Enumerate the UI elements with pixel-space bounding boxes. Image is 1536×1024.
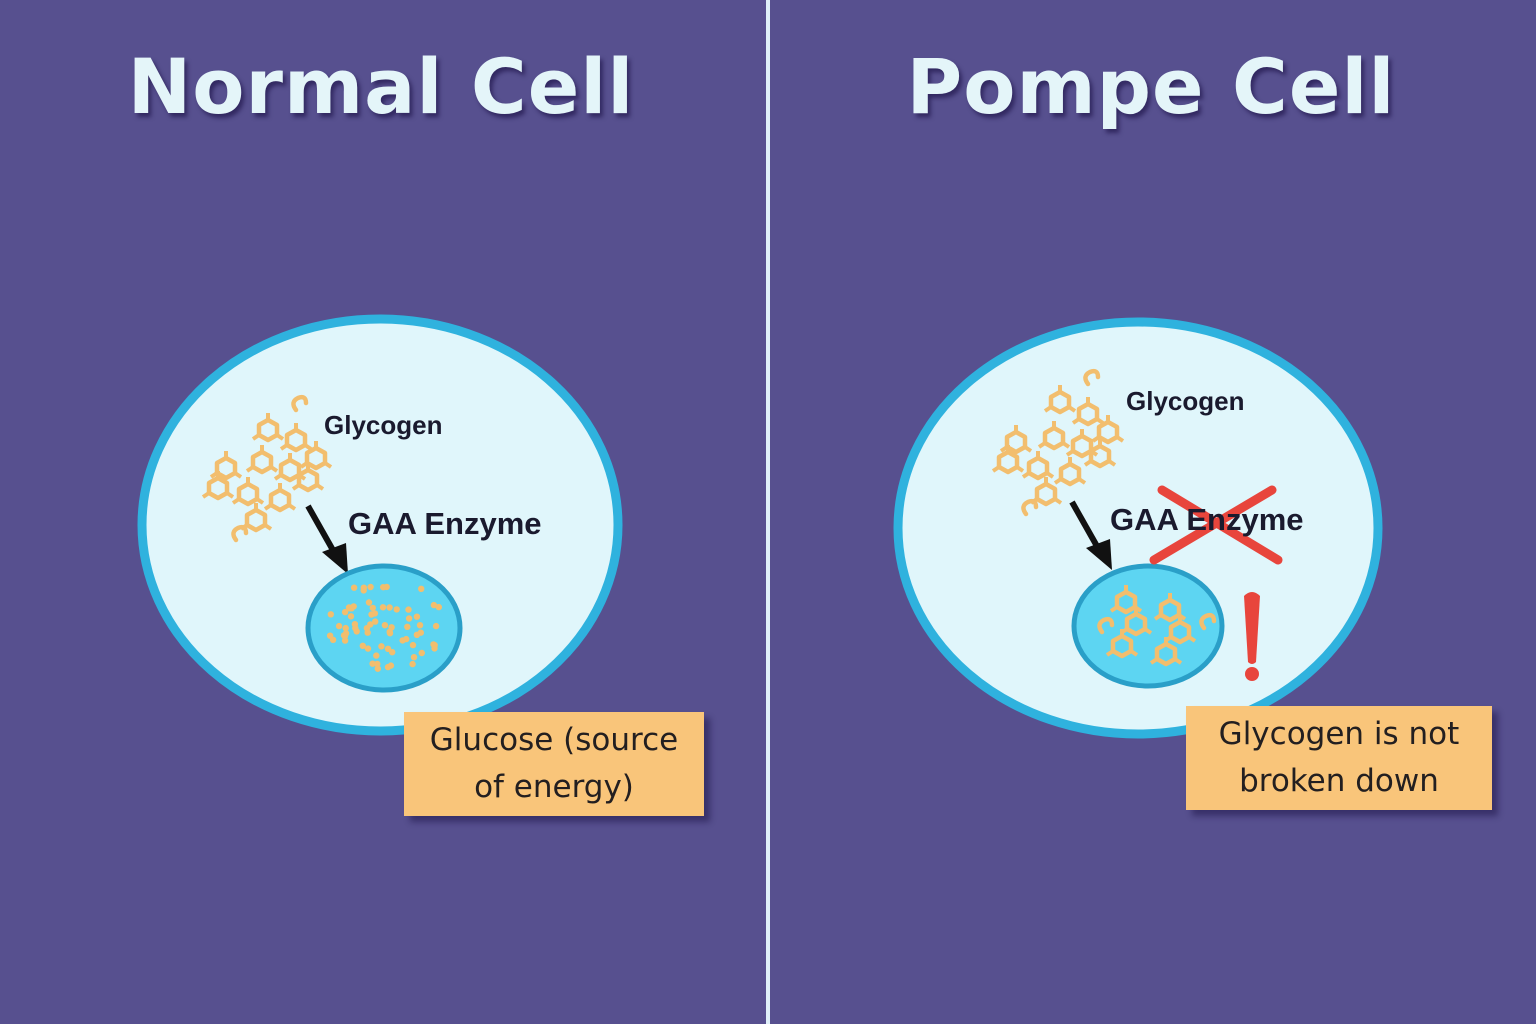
glucose-dot	[379, 604, 387, 611]
glucose-dot	[405, 606, 412, 613]
glucose-dot	[374, 665, 381, 672]
glucose-dot	[364, 629, 371, 636]
panel-divider	[764, 0, 770, 1024]
panel-title: Normal Cell	[127, 42, 635, 131]
outcome-note: Glucose (source of energy)	[404, 712, 704, 816]
pompe-cell-panel: Pompe Cell	[770, 0, 1536, 1024]
arrow-down-icon	[1069, 500, 1112, 570]
glucose-dot	[386, 604, 393, 611]
enzyme-label: GAA Enzyme	[1110, 502, 1304, 537]
normal-cell-panel: Normal Cell	[0, 0, 766, 1024]
glucose-dot	[381, 622, 389, 629]
glucose-dot	[430, 601, 438, 609]
glucose-dot	[327, 611, 334, 618]
glucose-dot	[374, 660, 381, 668]
glucose-dot	[365, 599, 373, 606]
glucose-dot	[369, 604, 376, 612]
lysosome	[1071, 563, 1225, 689]
glucose-dot	[399, 637, 406, 644]
glucose-dot	[347, 613, 355, 620]
glucose-dot	[345, 604, 353, 611]
glucose-dot	[372, 618, 379, 625]
glucose-dot	[418, 649, 425, 657]
glucose-dot	[359, 642, 366, 649]
glucose-dot	[416, 622, 424, 629]
cross-out-icon	[1149, 485, 1283, 565]
glucose-dot	[405, 615, 413, 622]
glucose-dot	[413, 613, 421, 620]
glucose-dot	[352, 624, 359, 632]
outcome-note: Glycogen is not broken down	[1186, 706, 1492, 810]
note-line: of energy)	[474, 769, 634, 805]
glucose-dot	[393, 606, 400, 613]
glycogen-label: Glycogen	[324, 410, 443, 440]
glucose-dot	[360, 584, 367, 591]
arrow-down-icon	[305, 504, 348, 574]
glucose-dot	[335, 622, 343, 630]
panel-title: Pompe Cell	[906, 42, 1396, 131]
note-line: broken down	[1239, 763, 1439, 799]
glucose-dot	[342, 624, 349, 632]
exclamation-icon	[1244, 592, 1260, 681]
glucose-dot	[432, 622, 440, 630]
glucose-dot	[368, 611, 375, 618]
glucose-dots	[326, 583, 442, 672]
glucose-dot	[384, 645, 392, 652]
glucose-dot	[409, 660, 416, 668]
normal-cell-diagram	[137, 314, 623, 736]
glucose-dot	[435, 603, 442, 611]
glucose-dot	[367, 621, 374, 628]
glucose-dot	[364, 645, 372, 652]
glucose-dot	[431, 645, 438, 652]
glucose-dot	[326, 632, 334, 639]
note-line: Glycogen is not	[1218, 716, 1460, 752]
glucose-dot	[409, 641, 417, 649]
glucose-dot	[418, 585, 425, 592]
note-line: Glucose (source	[429, 722, 679, 758]
glucose-dot	[341, 608, 349, 616]
glucose-dot	[410, 654, 418, 661]
glucose-dot	[413, 631, 421, 638]
glucose-dot	[388, 624, 395, 631]
glucose-dot	[387, 662, 395, 669]
glucose-dot	[373, 652, 380, 659]
pompe-cell-diagram	[893, 317, 1383, 739]
glycogen-label: Glycogen	[1126, 386, 1245, 416]
glucose-dot	[342, 630, 350, 637]
glucose-dot	[350, 584, 358, 591]
enzyme-label: GAA Enzyme	[348, 506, 542, 541]
glucose-dot	[369, 660, 376, 667]
glucose-dot	[378, 643, 385, 650]
glucose-dot	[367, 583, 374, 591]
glucose-dot	[380, 584, 387, 591]
glucose-dot	[404, 623, 411, 630]
